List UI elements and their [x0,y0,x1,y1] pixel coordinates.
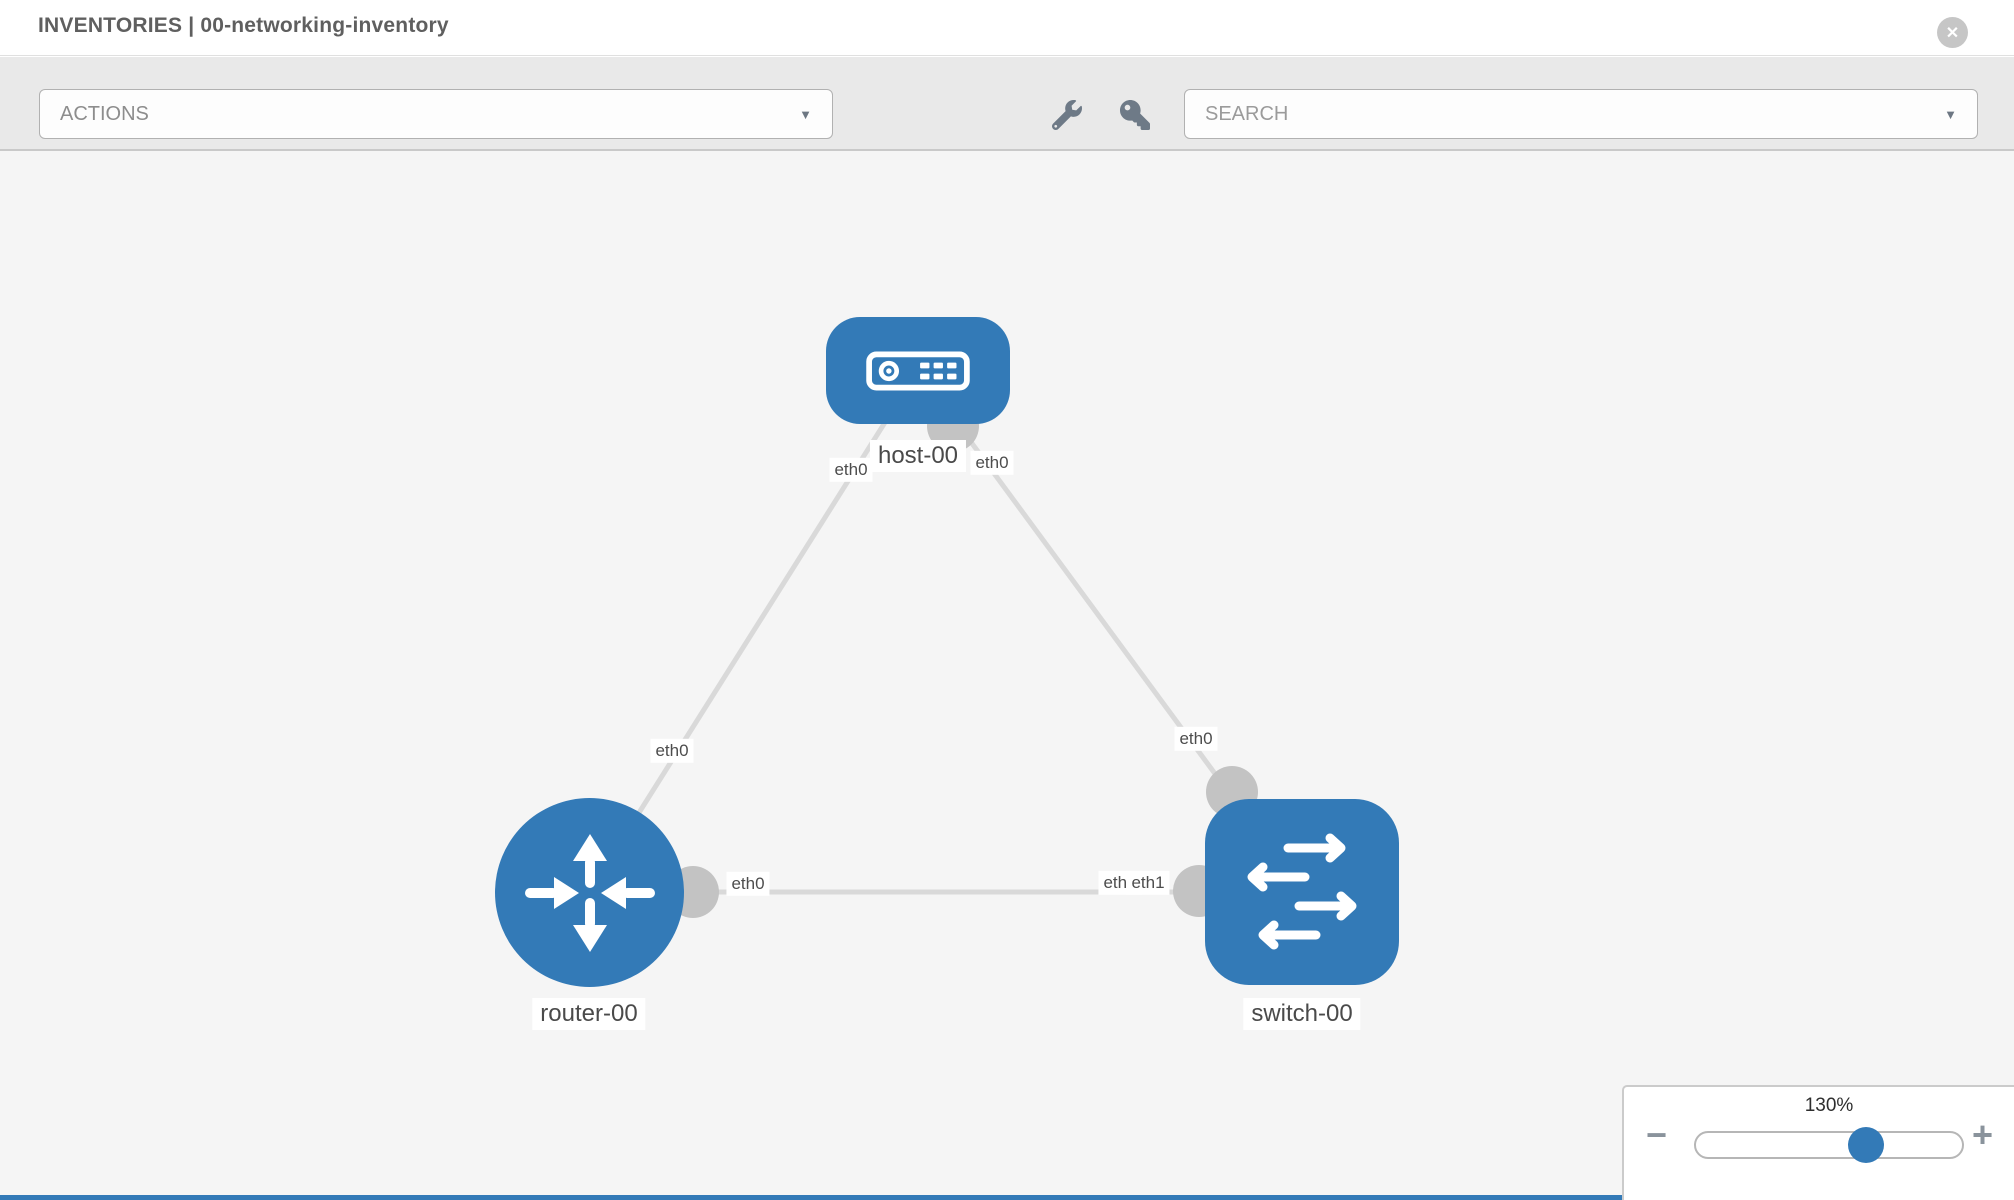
search-dropdown-label: SEARCH [1205,102,1289,125]
interface-label-switch-eth0: eth0 [1174,726,1218,752]
bottom-accent-strip [0,1195,1622,1200]
interface-label-router-eth0: eth0 [726,871,770,897]
chevron-down-icon: ▼ [799,106,812,122]
key-icon [1120,100,1150,130]
zoom-slider-thumb[interactable] [1848,1127,1884,1163]
node-host-00[interactable] [826,317,1010,424]
configure-button[interactable] [1048,96,1086,134]
node-label-host: host-00 [869,440,967,472]
node-router-00[interactable] [495,798,684,987]
toolbar: ACTIONS ▼ SEARCH ▼ [0,57,2014,151]
zoom-slider[interactable] [1694,1127,1964,1163]
interface-label-host-eth0-right: eth0 [970,450,1014,476]
zoom-out-button[interactable]: − [1646,1114,1668,1155]
header-bar: INVENTORIES | 00-networking-inventory ✕ [0,0,2014,56]
search-dropdown[interactable]: SEARCH ▼ [1184,89,1978,139]
close-icon: ✕ [1945,24,1960,42]
interface-label-switch-eth1: eth1 [1126,870,1170,896]
zoom-level: 130% [1804,1095,1854,1116]
node-label-router: router-00 [532,998,646,1030]
link-host-router[interactable] [586,368,921,894]
actions-dropdown-label: ACTIONS [60,102,149,125]
close-button[interactable]: ✕ [1937,17,1968,48]
router-icon [524,833,655,952]
actions-dropdown[interactable]: ACTIONS ▼ [39,89,833,139]
page-title: INVENTORIES | 00-networking-inventory [38,14,449,37]
topology-canvas: host-00 router-00 switch-00 eth0 eth0 et… [0,151,2014,1200]
node-label-switch: switch-00 [1243,998,1361,1030]
interface-label-host-eth0-left: eth0 [829,457,873,483]
node-switch-00[interactable] [1205,799,1399,985]
chevron-down-icon: ▼ [1944,106,1957,122]
wrench-icon [1052,100,1082,130]
links-layer [586,368,1305,895]
interface-label-router-eth0-diag: eth0 [650,738,694,764]
host-icon [866,351,970,390]
zoom-panel: 130% − + [1622,1085,2014,1200]
switch-icon [1247,833,1357,950]
credentials-button[interactable] [1116,96,1154,134]
zoom-in-button[interactable]: + [1972,1114,1994,1155]
